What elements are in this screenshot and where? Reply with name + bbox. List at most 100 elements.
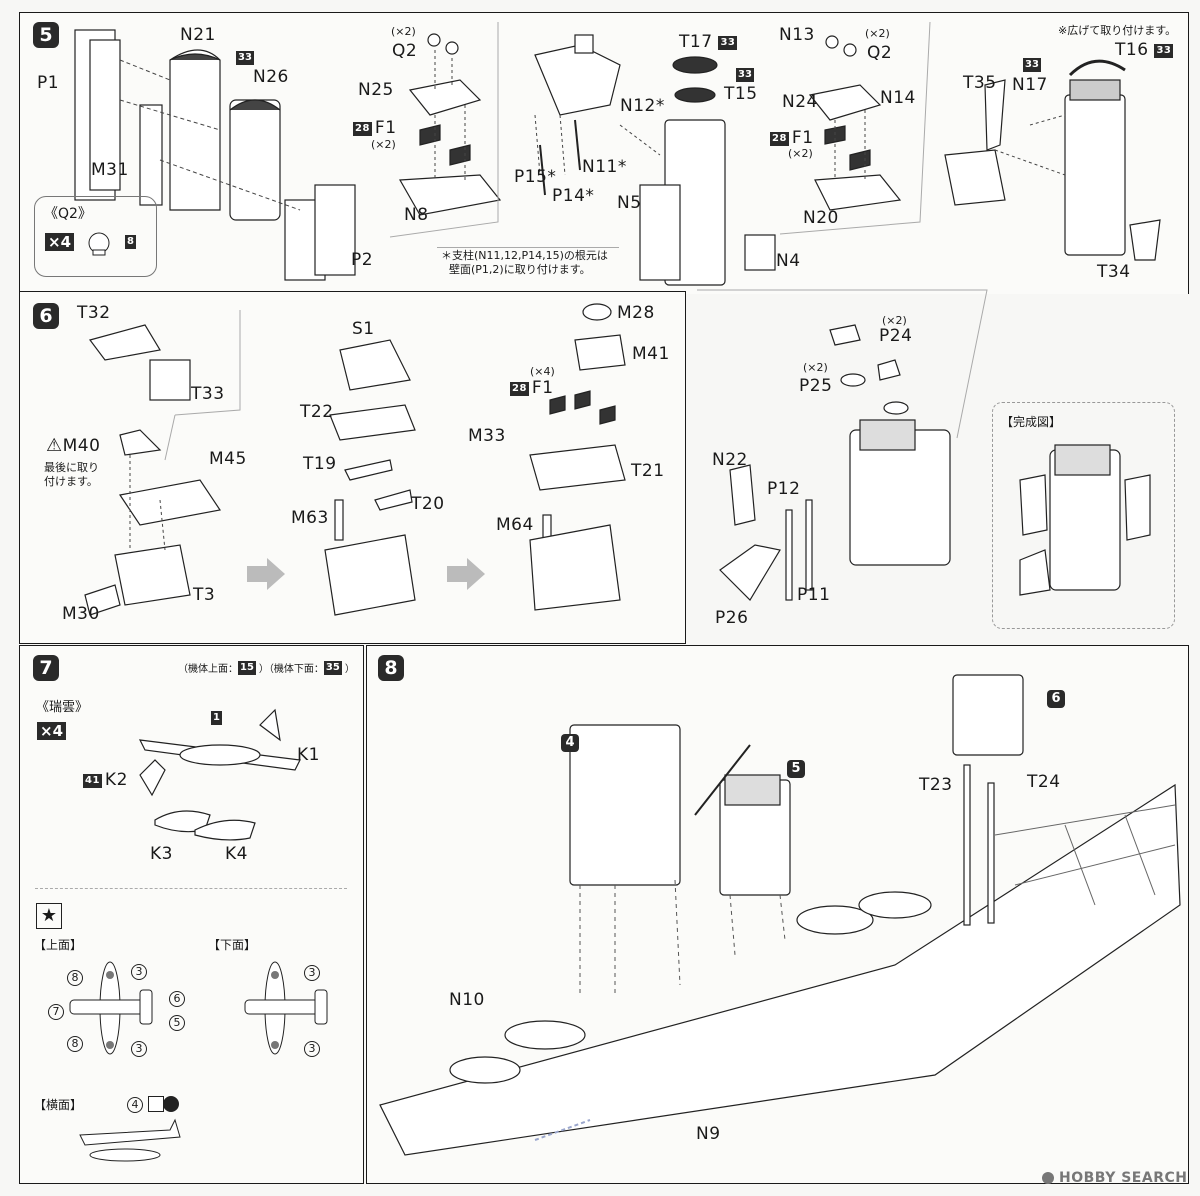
label-N26: N26: [253, 67, 289, 87]
label-P2: P2: [351, 250, 374, 270]
label-T32: T32: [77, 303, 111, 323]
label-T16: T16 33: [1115, 40, 1174, 60]
label-N11: N11*: [582, 157, 627, 177]
label-N10: N10: [449, 990, 485, 1010]
decal-6: 6: [169, 991, 185, 1007]
step8-number: 8: [378, 655, 404, 681]
label-T24: T24: [1027, 772, 1061, 792]
decal-note: （機体上面：15）（機体下面：35）: [178, 661, 355, 675]
plane-side-view: [79, 1118, 181, 1162]
label-T15: T15: [724, 84, 758, 104]
qty-F1-right: (×2): [788, 147, 813, 160]
label-T21: T21: [631, 461, 665, 481]
q2-callout-box: [34, 196, 157, 277]
qty-P25: (×2): [803, 361, 828, 374]
q2-part-icon: [88, 232, 110, 256]
decal-5: 5: [169, 1015, 185, 1031]
label-N13: N13: [779, 25, 815, 45]
label-N21: N21: [180, 25, 216, 45]
bridge-tower-assembly: [534, 34, 776, 286]
step6-number: 6: [33, 303, 59, 329]
step5-number: 5: [33, 22, 59, 48]
step5-sub-callout-lines: [697, 289, 988, 439]
divider-line-right: [779, 21, 931, 235]
label-T34: T34: [1097, 262, 1131, 282]
label-P11: P11: [797, 585, 831, 605]
badge-33-N17: 33: [1023, 58, 1041, 72]
step7-divider: [35, 888, 347, 889]
decal-4-side: 4: [127, 1097, 143, 1113]
funnel-tower-assembly: [944, 59, 1161, 261]
label-M40: ⚠M40: [46, 435, 101, 456]
label-P12: P12: [767, 479, 801, 499]
label-Q2-left: Q2: [392, 41, 418, 61]
side-view-label: 【横面】: [34, 1098, 83, 1112]
label-T20: T20: [411, 494, 445, 514]
label-N22: N22: [712, 450, 748, 470]
divider-line-step5: [389, 22, 499, 238]
label-S1: S1: [352, 319, 375, 339]
decal-3-lower-a: 3: [304, 965, 320, 981]
label-Q2-right: Q2: [867, 43, 893, 63]
label-P25: P25: [799, 376, 833, 396]
qty-F1-step6: (×4): [530, 365, 555, 378]
label-P1: P1: [37, 73, 60, 93]
decal-swatch-white: [148, 1096, 164, 1112]
label-T23: T23: [919, 775, 953, 795]
completed-view-box: [992, 402, 1175, 629]
qty-Q2-left: (×2): [391, 25, 416, 38]
label-N9: N9: [696, 1124, 721, 1144]
arrow-right-2: [447, 558, 485, 590]
m41-subassembly: [529, 303, 626, 611]
s1-subassembly: [324, 339, 416, 616]
callout-lines-step6: [164, 310, 241, 461]
label-M64: M64: [496, 515, 534, 535]
warning-note-line-1: 最後に取り: [44, 461, 99, 474]
warning-note-line-2: 付けます。: [44, 475, 98, 488]
label-T19: T19: [303, 454, 337, 474]
label-N17: N17: [1012, 75, 1048, 95]
label-N14: N14: [880, 88, 916, 108]
qty-Q2-right: (×2): [865, 27, 890, 40]
decal-swatch-black: [163, 1096, 179, 1112]
subassembly-5-marker: 5: [787, 760, 805, 778]
label-T17: T17 33: [679, 32, 738, 52]
t3-subassembly: [84, 324, 222, 616]
n25-n8-assembly: [399, 33, 502, 216]
decal-8-bottom: 8: [67, 1036, 83, 1052]
star-icon: ★: [36, 903, 62, 929]
decal-8-top: 8: [67, 970, 83, 986]
watermark: HOBBY SEARCH: [1059, 1170, 1188, 1186]
plane-name: 《瑞雲》: [36, 700, 89, 715]
footnote-box: [437, 247, 619, 280]
label-T22: T22: [300, 402, 334, 422]
decal-3-top: 3: [131, 964, 147, 980]
corner-note: ※広げて取り付けます。: [1058, 24, 1177, 37]
subassembly-4-marker: 4: [561, 734, 579, 752]
qty-P24: (×2): [882, 314, 907, 327]
label-M28: M28: [617, 303, 655, 323]
label-P15: P15*: [514, 167, 557, 187]
label-K4: K4: [225, 844, 248, 864]
footnote-line-2: 壁面(P1,2)に取り付けます。: [449, 263, 591, 276]
decal-3-bottom: 3: [131, 1041, 147, 1057]
p26-tower-subassembly: [719, 324, 951, 601]
qty-F1-left: (×2): [371, 138, 396, 151]
label-M63: M63: [291, 508, 329, 528]
plane-bottom-view: [244, 961, 328, 1055]
label-N8: N8: [404, 205, 429, 225]
n24-n20-assembly: [808, 35, 902, 211]
step7-number: 7: [33, 655, 59, 681]
arrow-right-1: [247, 558, 285, 590]
label-M30: M30: [62, 604, 100, 624]
label-N24: N24: [782, 92, 818, 112]
step5-wall-drawing: [74, 29, 356, 281]
completed-view-title: 【完成図】: [1001, 415, 1062, 429]
qty-x4-badge: ×4: [45, 233, 75, 251]
upper-view-label: 【上面】: [34, 938, 83, 952]
footnote-line-1: ＊支柱(N11,12,P14,15)の根元は: [441, 249, 608, 262]
